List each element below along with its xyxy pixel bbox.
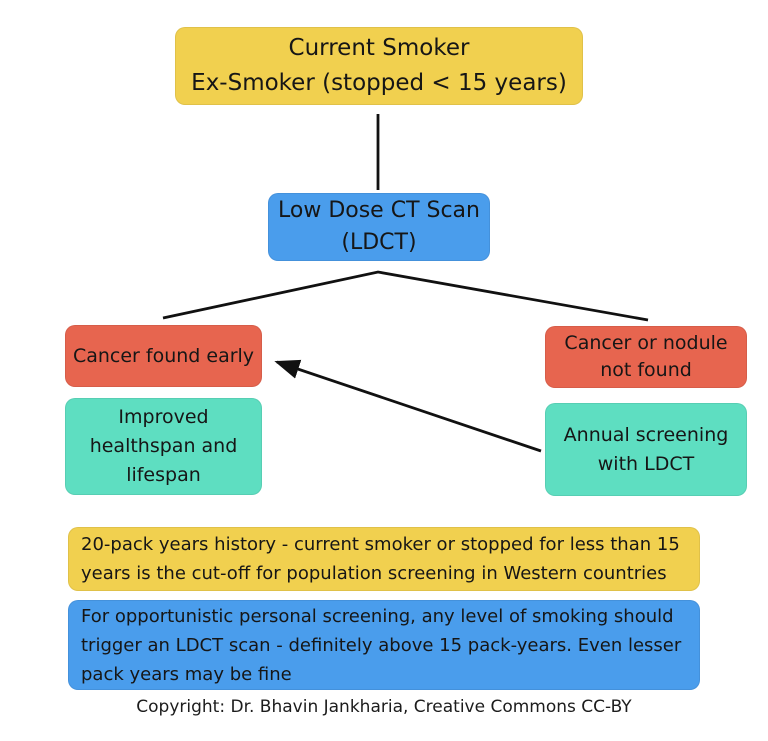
population-screening-note-text: 20-pack years history - current smoker o… [81,534,680,584]
improved-healthspan-label: Improved healthspan and lifespan [89,406,238,486]
population-screening-note: 20-pack years history - current smoker o… [68,527,700,591]
copyright-text: Copyright: Dr. Bhavin Jankharia, Creativ… [136,697,632,717]
connector-ldct-branches [162,270,649,322]
annual-screening-label: Annual screening with LDCT [563,423,729,475]
cancer-found-early-box: Cancer found early [65,325,262,387]
improved-healthspan-box: Improved healthspan and lifespan [65,398,262,495]
eligibility-box: Current Smoker Ex-Smoker (stopped < 15 y… [175,27,583,105]
opportunistic-screening-note-text: For opportunistic personal screening, an… [81,605,682,685]
eligibility-box-label: Current Smoker Ex-Smoker (stopped < 15 y… [191,35,567,96]
cancer-found-early-label: Cancer found early [72,344,255,367]
opportunistic-screening-note: For opportunistic personal screening, an… [68,600,700,690]
cancer-not-found-label: Cancer or nodule not found [564,332,728,381]
annual-screening-box: Annual screening with LDCT [545,403,747,496]
ldct-scan-box-label: Low Dose CT Scan (LDCT) [278,198,480,255]
cancer-not-found-box: Cancer or nodule not found [545,326,747,388]
ldct-scan-box: Low Dose CT Scan (LDCT) [268,193,490,261]
arrow-annual-to-cancer-found [274,359,542,453]
